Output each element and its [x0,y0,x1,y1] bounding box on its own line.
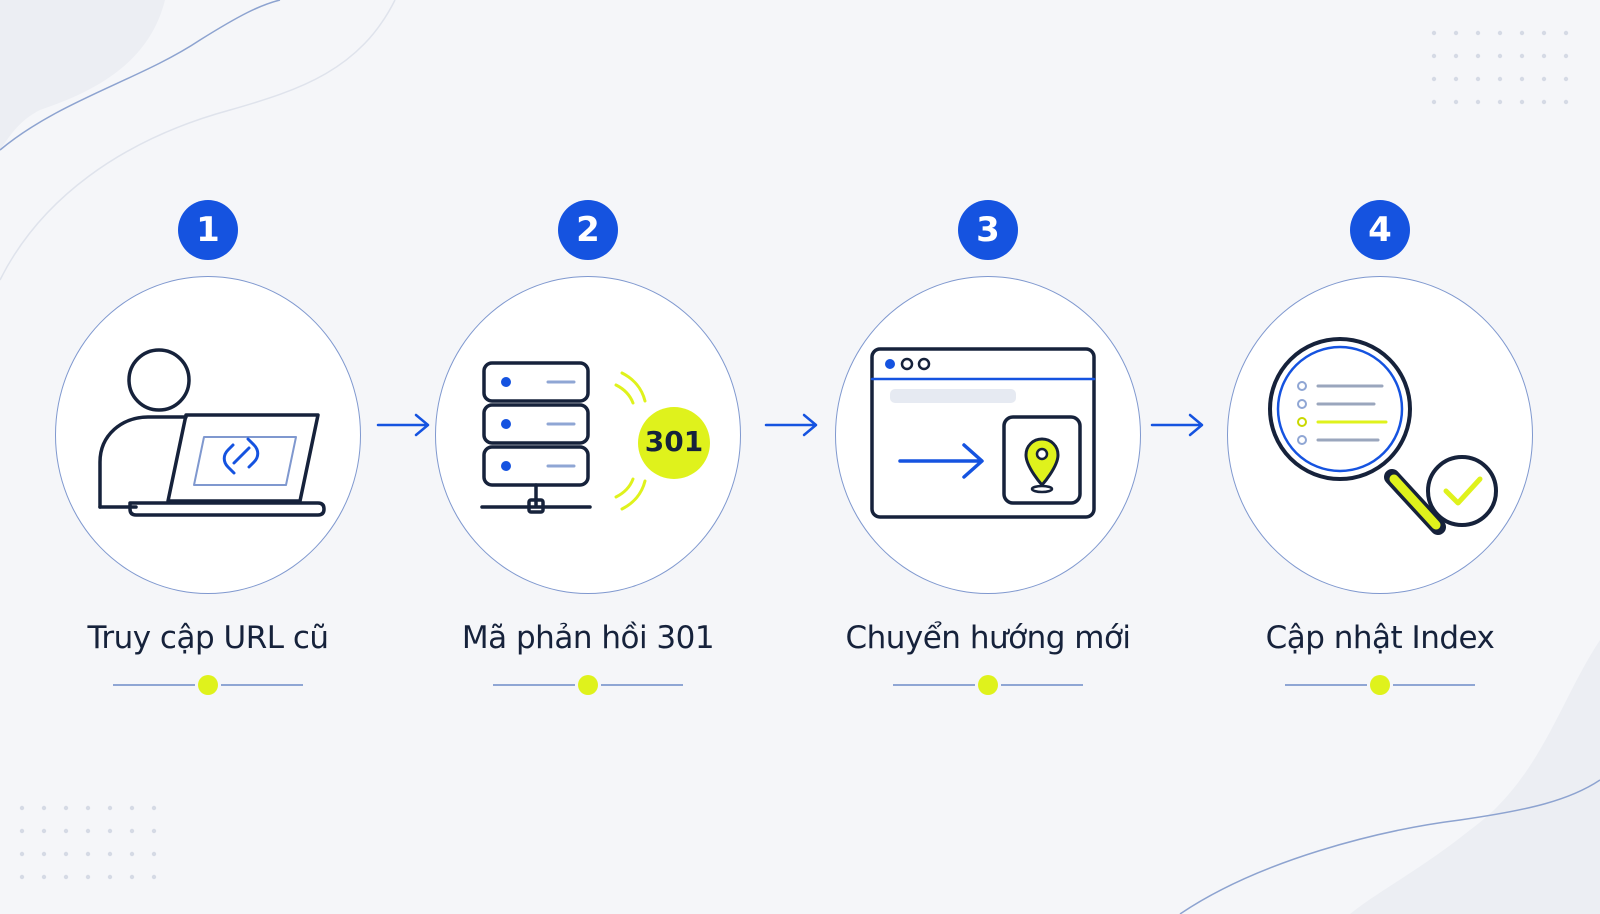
step-number-badge: 3 [958,200,1018,260]
step-illustration [835,276,1141,594]
step-1: 1 Truy cập URL cũ [48,200,368,720]
server-301-icon [480,361,710,514]
flow-arrow [376,412,432,438]
step-illustration [55,276,361,594]
user-laptop-link-icon [98,348,326,517]
step-4: 4 Cập nhật Index [1220,200,1540,720]
step-number-badge: 1 [178,200,238,260]
flow-arrow [764,412,820,438]
step-divider [1285,674,1475,696]
step-divider [893,674,1083,696]
step-illustration [1227,276,1533,594]
step-number-badge: 2 [558,200,618,260]
step-illustration: 301 [435,276,741,594]
step-3: 3 Chuyển hướng mới [828,200,1148,720]
flow-arrow [1150,412,1206,438]
step-label: Cập nhật Index [1265,620,1495,656]
magnifier-index-check-icon [1268,337,1498,535]
dot-grid-top-right [1431,30,1569,105]
step-2: 2 301 M [428,200,748,720]
step-label: Mã phản hồi 301 [461,620,715,656]
step-divider [493,674,683,696]
browser-redirect-location-icon [870,347,1096,519]
step-divider [113,674,303,696]
step-label: Truy cập URL cũ [87,620,329,656]
dot-grid-bottom-left [19,805,157,880]
step-label: Chuyển hướng mới [845,620,1131,656]
step-number-badge: 4 [1350,200,1410,260]
status-code-301-badge: 301 [644,425,704,458]
